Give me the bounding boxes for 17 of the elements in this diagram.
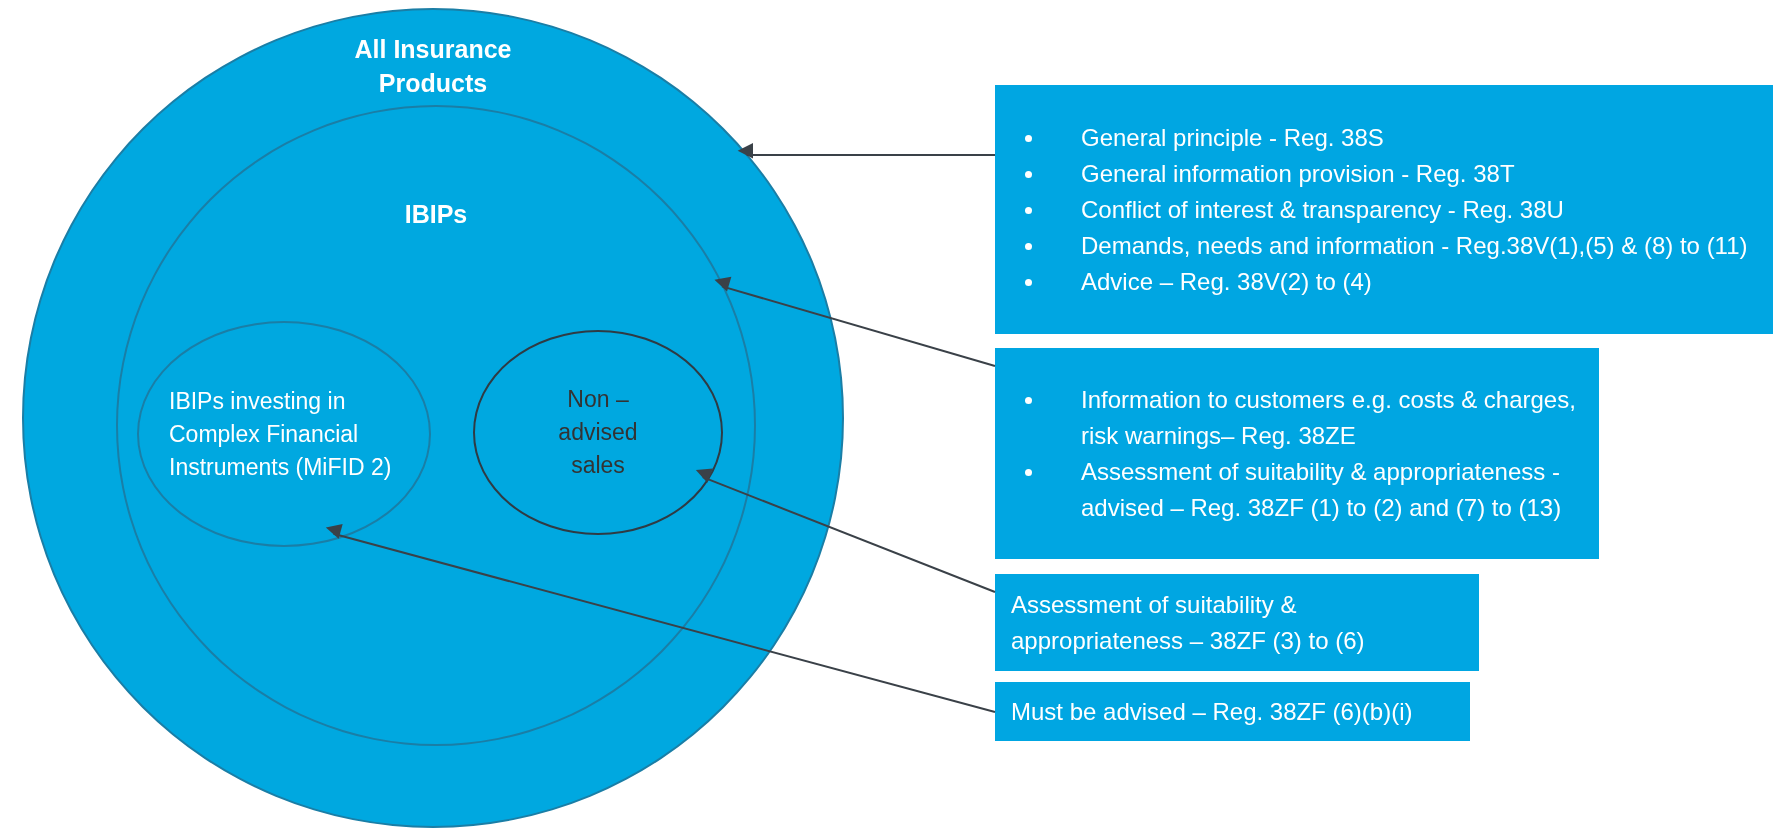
circle-label: IBIPs <box>403 199 469 230</box>
bullet-item: Conflict of interest & transparency - Reg. 38U <box>1015 191 1757 228</box>
circle-label: All Insurance Products <box>353 34 513 99</box>
box-text: Must be advised – Reg. 38ZF (6)(b)(i) <box>1011 696 1414 727</box>
bullet-item: General information provision - Reg. 38T <box>1015 155 1757 192</box>
bullet-item: General principle - Reg. 38S <box>1015 119 1757 156</box>
ellipse-label: IBIPs investing in Complex Financial Instruments (MiFID 2) <box>169 386 393 482</box>
arrow <box>737 143 996 159</box>
bullet-item: Information to customers e.g. costs & charges, risk warnings– Reg. 38ZE <box>1015 381 1583 454</box>
arrow <box>714 276 996 367</box>
ellipse-label: Non – advised sales <box>557 385 639 480</box>
bullet-item: Assessment of suitability & appropriateness - advised – Reg. 38ZF (1) to (2) and (7) to (13) <box>1015 453 1583 526</box>
bullet-item: Advice – Reg. 38V(2) to (4) <box>1015 263 1757 300</box>
bullet-item: Demands, needs and information - Reg.38V(1),(5) & (8) to (11) <box>1015 227 1757 264</box>
arrow <box>695 468 996 593</box>
box-text: Assessment of suitability & appropriateness – 38ZF (3) to (6) <box>1011 589 1366 656</box>
arrow <box>325 523 996 713</box>
